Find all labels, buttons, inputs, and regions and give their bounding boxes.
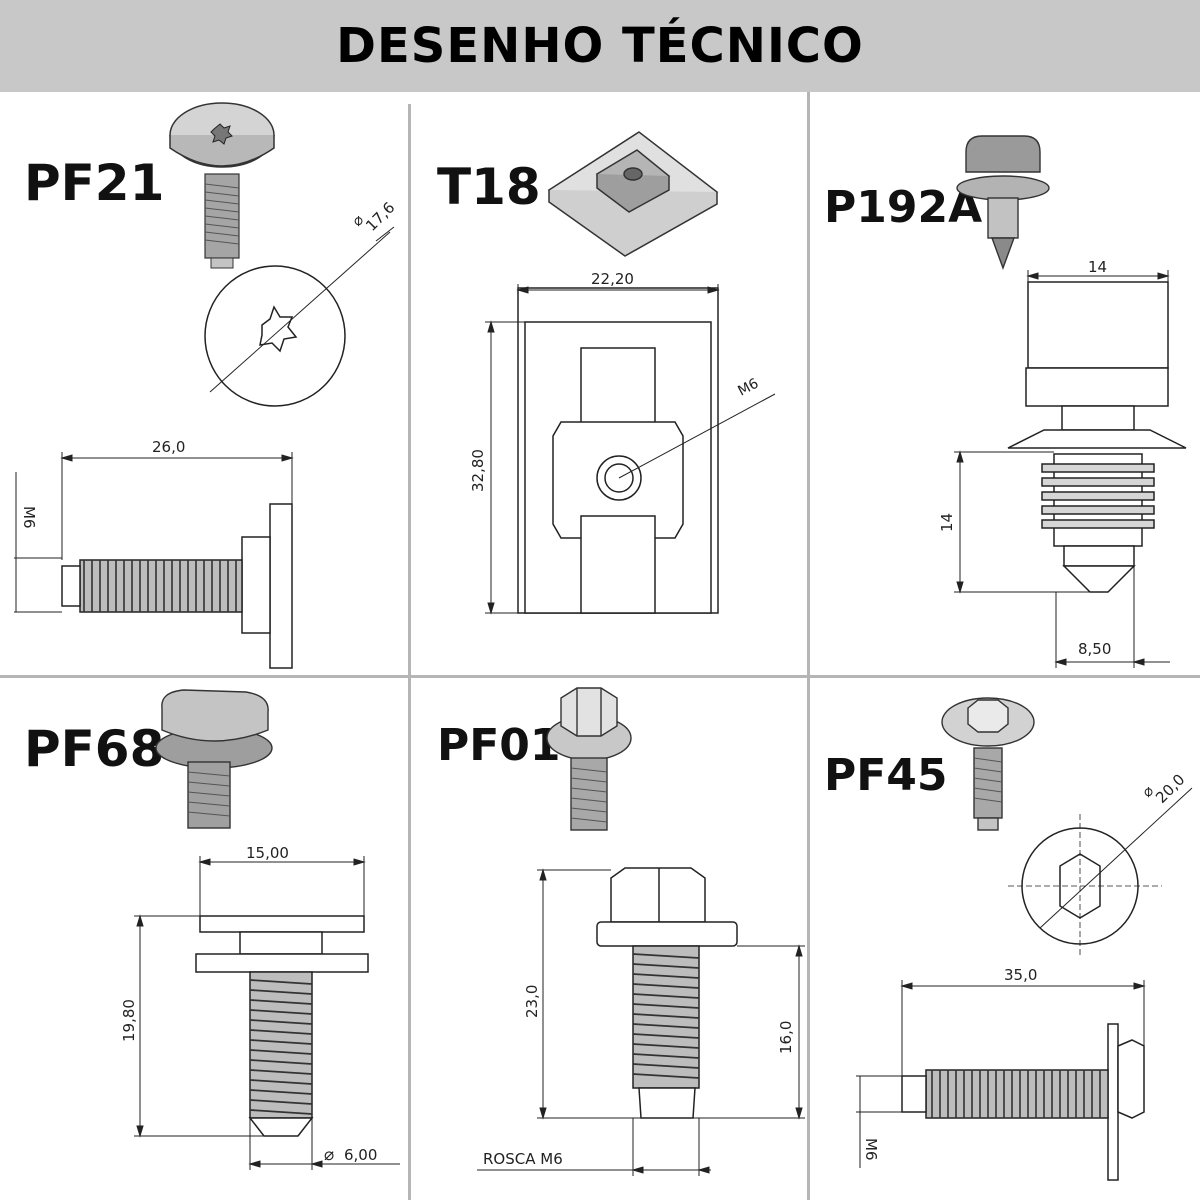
pf68-head-width-label: 15,00 [246, 844, 289, 862]
pf45-dimension-lines [856, 980, 1146, 1168]
p192a-side-view [1007, 281, 1187, 593]
pf68-drawing: 15,00 19,80 ⌀ 6,00 [120, 689, 400, 1170]
pf21-length-label: 26,0 [152, 438, 185, 456]
panel-pf68: PF68 [0, 678, 408, 1200]
pf01-thread-length-label: 16,0 [777, 1021, 795, 1054]
pf68-dimension-lines [134, 856, 400, 1170]
pf21-side-view [61, 503, 293, 669]
part-code-pf68: PF68 [24, 720, 165, 778]
t18-front-view [517, 287, 719, 614]
t18-drawing: 22,20 32,80 M6 [469, 131, 776, 615]
sheet-title: DESENHO TÉCNICO [336, 18, 864, 74]
pf21-3d-screw-icon [169, 102, 275, 269]
part-code-p192a: P192A [824, 182, 983, 233]
pf68-3d-screw-icon [155, 689, 273, 829]
pf21-dimension-lines [14, 452, 294, 613]
p192a-drawing: 14 14 8,50 [938, 135, 1187, 668]
panel-pf01: PF01 [411, 678, 807, 1200]
pf21-top-view [204, 226, 395, 407]
p192a-head-width-label: 14 [1088, 258, 1107, 276]
pf68-diameter-label: 6,00 [344, 1146, 377, 1164]
panel-pf45: PF45 ⌀ 20,0 [810, 678, 1200, 1200]
pf21-drawing: ⌀ 17,6 [14, 102, 398, 669]
t18-width-label: 22,20 [591, 270, 634, 288]
panel-pf21: PF21 ⌀ 17,6 [0, 92, 408, 675]
pf01-side-view [596, 867, 738, 1119]
t18-height-label: 32,80 [469, 449, 487, 492]
pf68-side-view [195, 915, 369, 1137]
svg-text:⌀: ⌀ [324, 1145, 334, 1165]
pf68-height-label: 19,80 [120, 999, 138, 1042]
pf01-dimension-lines [477, 868, 805, 1176]
pf01-thread-label: ROSCA M6 [483, 1150, 563, 1168]
grid-divider-horizontal [0, 675, 1200, 678]
pf45-top-view [1008, 787, 1193, 958]
pf01-drawing: 23,0 16,0 ROSCA M6 [477, 687, 805, 1176]
grid-divider-vertical-1 [408, 104, 411, 1200]
part-code-t18: T18 [437, 158, 541, 216]
panel-t18: T18 [411, 92, 807, 675]
pf45-diameter-label: 20,0 [1152, 770, 1188, 806]
p192a-body-height-label: 14 [938, 513, 956, 532]
pf45-3d-bolt-icon [941, 697, 1035, 831]
t18-thread-label: M6 [735, 376, 761, 400]
p192a-dimension-lines [954, 270, 1170, 668]
pf45-side-view [901, 1023, 1145, 1181]
header-bar: DESENHO TÉCNICO [0, 0, 1200, 92]
pf45-drawing: ⌀ 20,0 [856, 697, 1193, 1181]
t18-dimension-lines [485, 284, 776, 615]
part-code-pf45: PF45 [824, 750, 948, 801]
pf45-length-label: 35,0 [1004, 966, 1037, 984]
pf01-height-label: 23,0 [523, 985, 541, 1018]
part-code-pf01: PF01 [437, 720, 561, 771]
t18-3d-clip-icon [547, 131, 719, 257]
panel-p192a: P192A [810, 92, 1200, 675]
pf21-diameter-label: 17,6 [362, 198, 398, 234]
pf21-thread-label: M6 [20, 506, 38, 529]
pf45-thread-label: M6 [862, 1138, 880, 1161]
part-code-pf21: PF21 [24, 154, 165, 212]
p192a-tip-width-label: 8,50 [1078, 640, 1111, 658]
pf01-3d-bolt-icon [546, 687, 632, 831]
p192a-3d-clip-icon [956, 135, 1050, 271]
grid-divider-vertical-2 [807, 92, 810, 1200]
